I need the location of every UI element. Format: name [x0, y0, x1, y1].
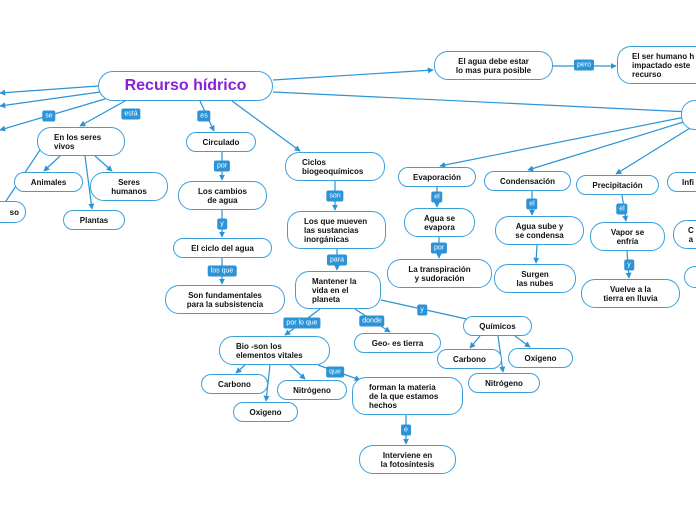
edge-root-ciclos: [231, 100, 301, 152]
node-animales[interactable]: Animales: [14, 172, 83, 192]
edge-label-los-que: los que: [207, 265, 237, 277]
node-quimicos[interactable]: Químicos: [463, 316, 532, 336]
edge-right-condensacion: [527, 119, 691, 172]
edge-root-agua-pura: [272, 67, 434, 81]
edge-label-que: que: [326, 366, 344, 378]
node-ser-humano[interactable]: El ser humano h impactado este recurso: [617, 46, 696, 84]
node-carbono-2[interactable]: Carbono: [437, 349, 502, 369]
edge-label-el-3: el: [616, 203, 628, 215]
edge-label-esta: está: [121, 108, 141, 120]
edge-bio-carbono: [235, 364, 246, 374]
edge-label-para: para: [326, 254, 348, 266]
node-fotosintesis[interactable]: Interviene en la fotosíntesis: [359, 445, 456, 474]
edge-agua-nubes: [533, 244, 540, 264]
node-seres-humanos[interactable]: Seres humanos: [90, 172, 168, 201]
node-vuelve-tierra[interactable]: Vuelve a la tierra en lluvia: [581, 279, 680, 308]
node-vapor-enfria[interactable]: Vapor se enfría: [590, 222, 665, 251]
node-nitrogeno-1[interactable]: Nitrógeno: [277, 380, 347, 400]
edge-label-por: por: [213, 160, 231, 172]
edge-quimicos-oxigeno: [514, 335, 531, 348]
node-infi-partial[interactable]: Infi: [667, 172, 696, 192]
edge-label-son: son: [326, 190, 344, 202]
edge-label-e: e: [401, 424, 411, 436]
node-forman-materia[interactable]: forman la materia de la que estamos hech…: [352, 377, 463, 415]
edge-label-es: es: [197, 110, 211, 122]
node-agua-pura[interactable]: El agua debe estar lo mas pura posible: [434, 51, 553, 80]
edge-seres-animales: [43, 155, 61, 172]
node-transpiracion[interactable]: La transpiración y sudoración: [387, 259, 492, 288]
edge-label-por-lo-que: por lo que: [283, 317, 321, 329]
edge-label-el-1: el: [431, 191, 443, 203]
node-precipitacion[interactable]: Precipitación: [576, 175, 659, 195]
edge-bio-nitrogeno: [289, 364, 306, 380]
node-mantener-vida[interactable]: Mantener la vida en el planeta: [295, 271, 381, 309]
node-agua-evapora[interactable]: Agua se evapora: [404, 208, 475, 237]
edge-label-se: se: [42, 110, 56, 122]
node-ciclos-biogeoquimicos[interactable]: Ciclos biogeoquímicos: [285, 152, 385, 181]
node-plantas[interactable]: Plantas: [63, 210, 125, 230]
edge-label-pero: pero: [573, 59, 595, 71]
edge-right-precipitacion: [615, 124, 696, 175]
node-nitrogeno-2[interactable]: Nitrógeno: [468, 373, 540, 393]
edge-bio-oxigeno: [263, 364, 271, 402]
node-bio-vitales[interactable]: Bio -son los elementos vitales: [219, 336, 330, 365]
edge-quimicos-carbono: [469, 335, 481, 349]
edge-root-right: [272, 91, 691, 115]
edge-root-left-2: [0, 91, 101, 109]
node-fundamentales[interactable]: Son fundamentales para la subsistencia: [165, 285, 285, 314]
edge-seres-plantas: [84, 155, 95, 210]
edge-label-y-1: y: [217, 218, 227, 230]
edge-label-por-2: por: [430, 242, 448, 254]
node-evaporacion[interactable]: Evaporación: [398, 167, 476, 187]
edge-label-y-3: y: [624, 259, 634, 271]
node-oxigeno-1[interactable]: Oxigeno: [233, 402, 298, 422]
node-ciclo-agua[interactable]: El ciclo del agua: [173, 238, 272, 258]
edge-mantener-quimicos: [380, 299, 481, 324]
edge-root-seres-vivos: [79, 100, 126, 127]
node-surgen-nubes[interactable]: Surgen las nubes: [494, 264, 576, 293]
node-circulado[interactable]: Circulado: [186, 132, 256, 152]
edge-root-left-1: [0, 85, 99, 96]
edge-label-el-2: el: [526, 198, 538, 210]
node-mueven-sustancias[interactable]: Los que mueven las sustancias inorgánica…: [287, 211, 386, 249]
node-agua-condensa[interactable]: Agua sube y se condensa: [495, 216, 584, 245]
root-node-recurso-hidrico[interactable]: Recurso hídrico: [98, 71, 273, 101]
node-oxigeno-2[interactable]: Oxigeno: [508, 348, 573, 368]
edge-right-evaporacion: [439, 115, 691, 168]
node-carbono-1[interactable]: Carbono: [201, 374, 268, 394]
node-seres-vivos[interactable]: En los seres vivos: [37, 127, 125, 156]
node-so-partial[interactable]: so: [0, 201, 26, 223]
edge-label-y-2: y: [417, 304, 427, 316]
node-cambios-agua[interactable]: Los cambios de agua: [178, 181, 267, 210]
node-condensacion[interactable]: Condensación: [484, 171, 571, 191]
node-geo-tierra[interactable]: Geo- es tierra: [354, 333, 441, 353]
node-partial-a[interactable]: C a: [673, 220, 696, 249]
edge-seres-humanos: [94, 155, 113, 172]
edge-label-donde: donde: [359, 315, 385, 327]
